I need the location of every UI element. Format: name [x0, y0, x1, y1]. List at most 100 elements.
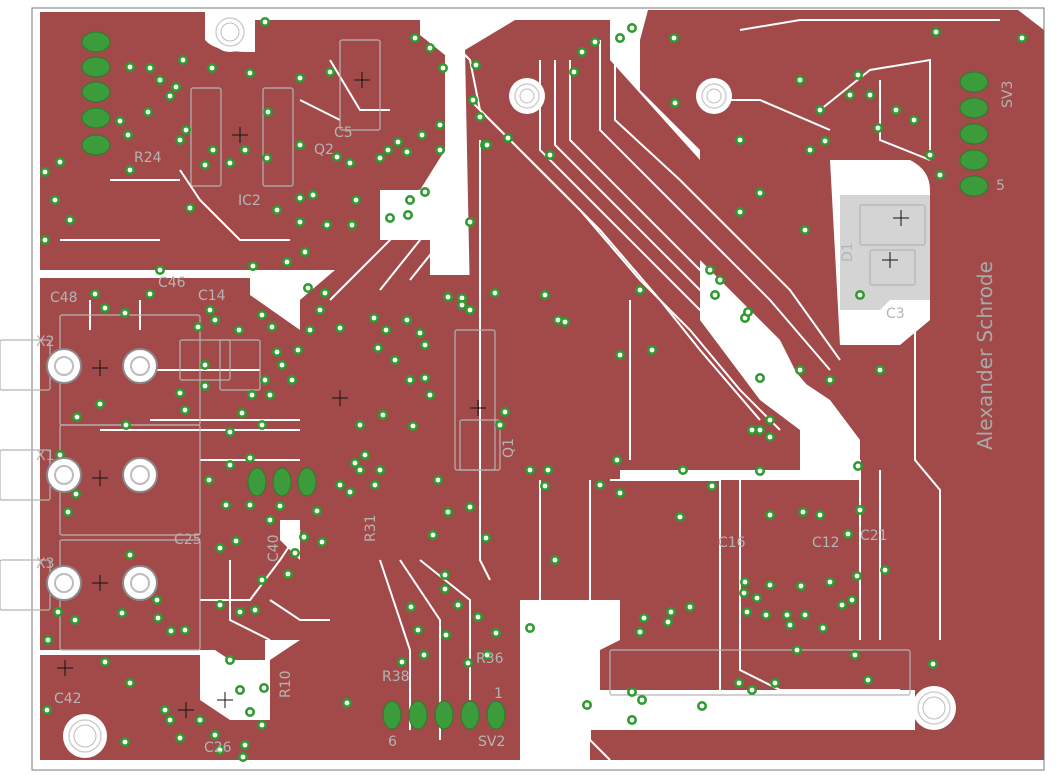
trace-gap-18 [589, 480, 611, 761]
via-hole-90 [274, 207, 280, 213]
via-hole-237 [177, 735, 183, 741]
via-hole-46 [745, 309, 751, 315]
via-hole-75 [324, 222, 330, 228]
via-hole-61 [437, 122, 443, 128]
via-hole-276 [399, 659, 405, 665]
via-hole-260 [42, 237, 48, 243]
copper-inner-pocket [840, 195, 930, 310]
via-hole-184 [314, 508, 320, 514]
via-hole-99 [337, 325, 343, 331]
via-hole-18 [672, 100, 678, 106]
via-hole-109 [427, 392, 433, 398]
via-hole-116 [347, 489, 353, 495]
via-hole-206 [289, 377, 295, 383]
via-hole-9 [505, 135, 511, 141]
via-hole-177 [552, 557, 558, 563]
via-hole-92 [302, 249, 308, 255]
via-hole-269 [180, 57, 186, 63]
mount-inner-1 [519, 88, 535, 104]
via-hole-180 [497, 422, 503, 428]
silk-outline-6 [869, 249, 916, 286]
via-hole-138 [800, 509, 806, 515]
via-hole-176 [527, 625, 533, 631]
via-hole-62 [437, 147, 443, 153]
via-hole-45 [742, 315, 748, 321]
via-hole-83 [183, 127, 189, 133]
via-hole-244 [242, 742, 248, 748]
label-r31: R31 [363, 514, 379, 542]
via-hole-158 [849, 597, 855, 603]
label-d1: D1 [840, 242, 856, 262]
via-hole-199 [247, 455, 253, 461]
via-hole-228 [119, 610, 125, 616]
via-hole-67 [347, 160, 353, 166]
via-hole-220 [97, 401, 103, 407]
via-hole-96 [322, 290, 328, 296]
via-hole-58 [467, 219, 473, 225]
via-hole-186 [267, 517, 273, 523]
trace-gap-15 [739, 480, 900, 691]
via-hole-162 [641, 615, 647, 621]
via-hole-263 [125, 132, 131, 138]
via-hole-154 [787, 622, 793, 628]
via-hole-126 [445, 294, 451, 300]
via-hole-29 [937, 172, 943, 178]
via-hole-171 [865, 677, 871, 683]
via-hole-76 [297, 195, 303, 201]
via-hole-105 [375, 345, 381, 351]
copper-top-strip [260, 20, 410, 170]
via-hole-213 [212, 317, 218, 323]
via-hole-273 [408, 604, 414, 610]
via-hole-73 [353, 197, 359, 203]
via-hole-284 [442, 572, 448, 578]
via-hole-48 [757, 427, 763, 433]
via-hole-2 [297, 75, 303, 81]
label-pin-6: 6 [388, 734, 397, 750]
via-hole-106 [392, 357, 398, 363]
via-hole-170 [749, 687, 755, 693]
jack-hole-3 [130, 465, 150, 485]
via-hole-240 [237, 687, 243, 693]
via-hole-51 [637, 287, 643, 293]
pad-2 [81, 81, 111, 103]
label-sv2: SV2 [478, 734, 505, 750]
vias [40, 17, 1027, 762]
via-hole-188 [223, 502, 229, 508]
label-c26: C26 [204, 740, 232, 756]
via-hole-49 [767, 434, 773, 440]
pad-10 [247, 467, 267, 497]
via-hole-59 [484, 142, 490, 148]
via-hole-156 [820, 625, 826, 631]
via-hole-194 [252, 607, 258, 613]
copper-center-right [465, 20, 800, 600]
via-hole-36 [802, 227, 808, 233]
via-hole-274 [415, 627, 421, 633]
via-hole-249 [240, 754, 246, 760]
via-hole-272 [344, 700, 350, 706]
via-hole-151 [744, 609, 750, 615]
via-hole-226 [127, 552, 133, 558]
via-hole-190 [217, 545, 223, 551]
mount-inner-0 [220, 22, 240, 42]
mount-ring-1 [514, 83, 540, 109]
via-hole-70 [407, 197, 413, 203]
via-hole-241 [227, 657, 233, 663]
via-hole-143 [882, 567, 888, 573]
via-hole-155 [802, 612, 808, 618]
trace-gap-3 [554, 60, 801, 401]
copper-left-mid [40, 278, 300, 660]
via-hole-88 [297, 142, 303, 148]
via-hole-255 [92, 291, 98, 297]
mount-ring-4 [917, 691, 951, 725]
via-hole-122 [467, 504, 473, 510]
via-hole-182 [319, 539, 325, 545]
via-hole-39 [757, 375, 763, 381]
pad-7 [959, 123, 989, 145]
via-hole-281 [455, 602, 461, 608]
label-r24: R24 [134, 150, 162, 166]
via-hole-52 [649, 347, 655, 353]
via-hole-219 [182, 407, 188, 413]
via-hole-142 [845, 531, 851, 537]
via-hole-183 [301, 534, 307, 540]
via-hole-72 [387, 215, 393, 221]
